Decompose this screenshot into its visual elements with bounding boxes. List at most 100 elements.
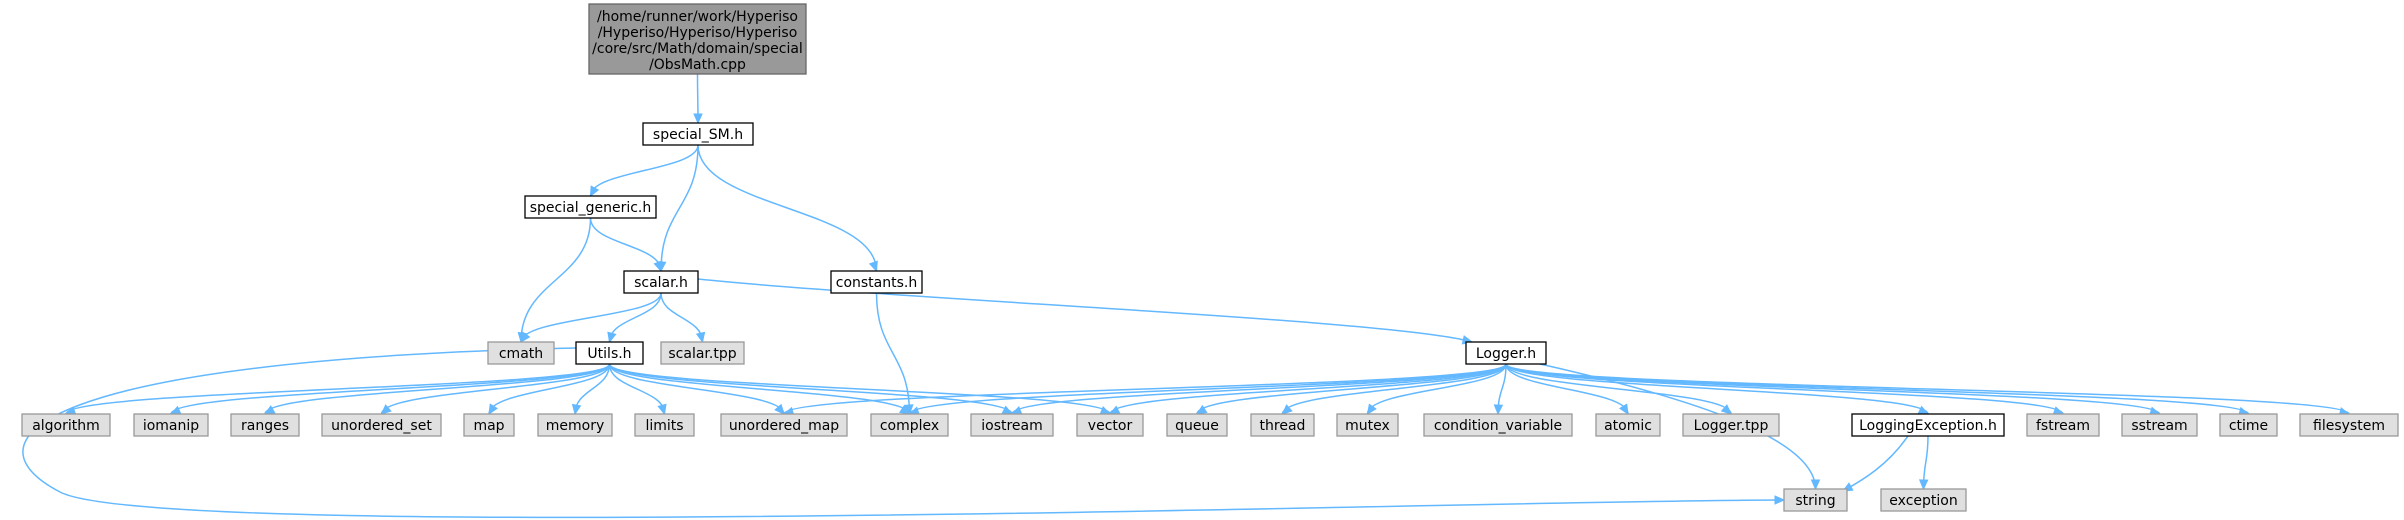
node-ctime[interactable]: ctime	[2219, 413, 2278, 437]
node-queue-box	[1166, 413, 1228, 437]
edge-utils-to-unordered-set	[380, 363, 611, 415]
node-unordered-map[interactable]: unordered_map	[720, 413, 848, 437]
node-iostream[interactable]: iostream	[970, 413, 1054, 437]
node-condition-variable-box	[1423, 413, 1573, 437]
node-queue-label: queue	[1175, 418, 1219, 434]
node-iostream-box	[970, 413, 1054, 437]
arrowhead-logger-to-atomic	[1618, 403, 1629, 416]
node-special-SM[interactable]: special_SM.h	[642, 122, 754, 146]
node-constants[interactable]: constants.h	[830, 270, 923, 294]
node-ranges[interactable]: ranges	[230, 413, 300, 437]
node-condition-variable[interactable]: condition_variable	[1423, 413, 1573, 437]
node-mutex-label: mutex	[1345, 418, 1390, 434]
edge-logger-to-loggertpp	[1505, 363, 1732, 415]
node-thread-label: thread	[1260, 418, 1306, 434]
arrowhead-root-to-special-SM	[693, 113, 703, 125]
edge-scalar-to-cmath	[520, 292, 662, 343]
node-loggingexception-label: LoggingException.h	[1859, 418, 1997, 434]
node-root-label-line-4: /ObsMath.cpp	[649, 57, 746, 73]
edge-utils-to-complex	[608, 363, 911, 415]
node-cmath[interactable]: cmath	[487, 341, 555, 365]
node-logger-box	[1465, 341, 1547, 365]
node-loggertpp[interactable]: Logger.tpp	[1682, 413, 1780, 437]
edge-loggingexception-to-string	[1842, 435, 1909, 492]
arrowhead-logger-to-loggingexception	[1917, 405, 1930, 415]
node-iomanip[interactable]: iomanip	[133, 413, 209, 437]
node-root[interactable]: /home/runner/work/Hyperiso /Hyperiso/Hyp…	[588, 3, 807, 75]
arrowhead-utils-to-unordered-map	[774, 403, 785, 415]
node-string[interactable]: string	[1783, 488, 1848, 512]
nodes-layer: special_SM.h special_generic.h scalar.h con…	[21, 122, 2399, 512]
node-memory-label: memory	[546, 418, 605, 434]
node-vector-label: vector	[1088, 418, 1133, 434]
node-thread[interactable]: thread	[1250, 413, 1315, 437]
node-map[interactable]: map	[463, 413, 515, 437]
node-sstream-label: sstream	[2131, 418, 2187, 434]
node-iomanip-box	[133, 413, 209, 437]
node-root-label-line-3: /core/src/Math/domain/special	[592, 41, 803, 57]
node-queue[interactable]: queue	[1166, 413, 1228, 437]
node-utils-box	[575, 341, 644, 365]
node-filesystem-box	[2299, 413, 2399, 437]
node-exception[interactable]: exception	[1880, 488, 1967, 512]
node-string-label: string	[1795, 493, 1835, 509]
node-loggingexception[interactable]: LoggingException.h	[1851, 413, 2005, 437]
node-scalartpp-label: scalar.tpp	[668, 346, 736, 362]
arrowhead-special-SM-to-constants	[868, 260, 878, 273]
edge-utils-to-limits	[608, 363, 666, 415]
node-atomic[interactable]: atomic	[1595, 413, 1661, 437]
edge-special-generic-to-cmath	[520, 217, 592, 343]
edge-logger-to-iostream	[1011, 363, 1507, 415]
node-special-generic[interactable]: special_generic.h	[524, 195, 657, 219]
arrowhead-utils-to-memory	[571, 403, 582, 416]
node-filesystem-label: filesystem	[2313, 418, 2385, 434]
node-sstream[interactable]: sstream	[2121, 413, 2198, 437]
edge-utils-to-iostream	[608, 363, 1013, 415]
edge-scalar-to-scalartpp	[660, 292, 704, 343]
edge-utils-to-algorithm	[65, 363, 611, 415]
node-scalar[interactable]: scalar.h	[623, 270, 699, 294]
edge-logger-to-thread	[1281, 363, 1507, 415]
node-unordered-set[interactable]: unordered_set	[321, 413, 442, 437]
node-scalartpp[interactable]: scalar.tpp	[660, 341, 745, 365]
arrowhead-utils-to-string	[1774, 495, 1786, 505]
edge-logger-to-mutex	[1366, 363, 1507, 415]
node-mutex[interactable]: mutex	[1336, 413, 1399, 437]
node-ctime-label: ctime	[2229, 418, 2268, 434]
node-algorithm-label: algorithm	[32, 418, 100, 434]
arrowhead-utils-to-map	[488, 403, 498, 416]
node-atomic-box	[1595, 413, 1661, 437]
node-logger-label: Logger.h	[1476, 346, 1536, 362]
edge-utils-to-ranges	[264, 363, 611, 415]
node-map-box	[463, 413, 515, 437]
arrowhead-logger-to-condition-variable	[1493, 404, 1504, 416]
arrowhead-utils-to-unordered-set	[380, 404, 392, 415]
arrowhead-scalar-to-scalartpp	[695, 331, 706, 344]
node-filesystem[interactable]: filesystem	[2299, 413, 2399, 437]
node-limits-box	[634, 413, 695, 437]
node-root-label-line-1: /home/runner/work/Hyperiso	[597, 9, 798, 25]
node-logger[interactable]: Logger.h	[1465, 341, 1547, 365]
node-atomic-label: atomic	[1604, 418, 1652, 434]
node-fstream-box	[2026, 413, 2100, 437]
edge-logger-to-unordered-map	[783, 363, 1507, 415]
node-mutex-box	[1336, 413, 1399, 437]
node-exception-label: exception	[1889, 493, 1957, 509]
node-complex[interactable]: complex	[870, 413, 949, 437]
edge-utils-to-string	[22, 347, 1783, 519]
arrowhead-utils-to-complex	[898, 404, 911, 415]
arrowhead-utils-to-limits	[657, 403, 667, 416]
node-loggingexception-box	[1851, 413, 2005, 437]
node-loggertpp-label: Logger.tpp	[1694, 418, 1769, 434]
node-utils[interactable]: Utils.h	[575, 341, 644, 365]
node-vector[interactable]: vector	[1076, 413, 1144, 437]
node-limits[interactable]: limits	[634, 413, 695, 437]
node-fstream[interactable]: fstream	[2026, 413, 2100, 437]
node-algorithm[interactable]: algorithm	[21, 413, 111, 437]
node-scalar-box	[623, 270, 699, 294]
edge-utils-to-unordered-map	[608, 363, 785, 415]
arrowhead-scalar-to-cmath	[520, 331, 531, 344]
node-memory[interactable]: memory	[537, 413, 613, 437]
node-root-box	[588, 3, 807, 75]
